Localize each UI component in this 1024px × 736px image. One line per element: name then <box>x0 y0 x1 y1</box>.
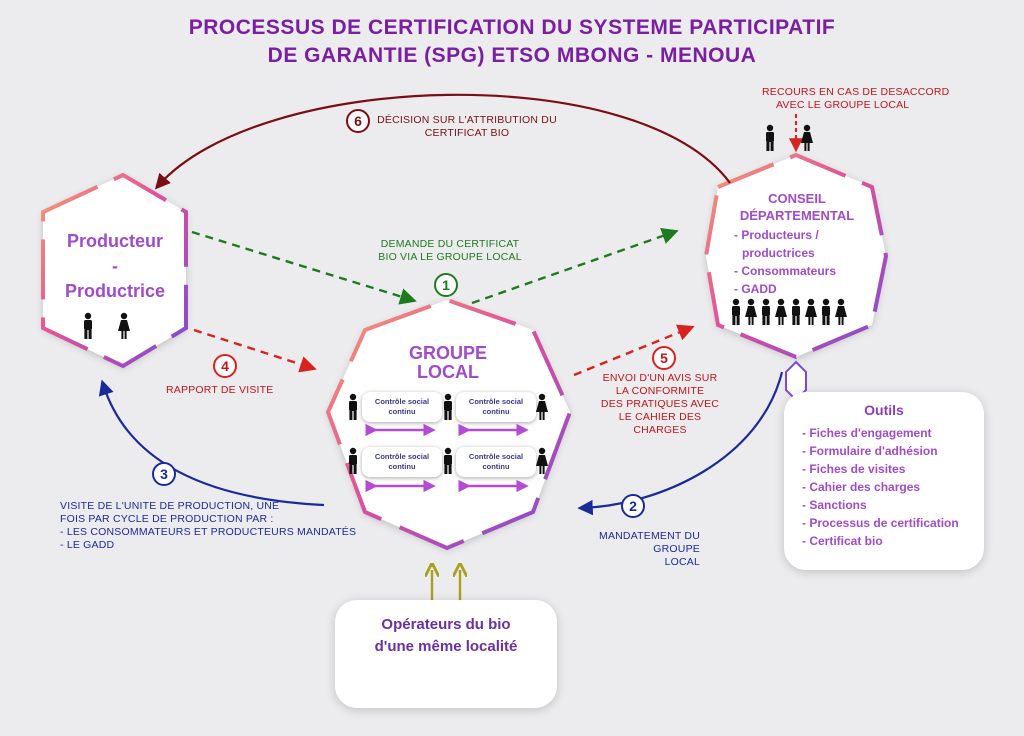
outils-item: - Sanctions <box>802 498 867 512</box>
outils-item: - Certificat bio <box>802 534 883 548</box>
step-5-circle <box>652 346 676 370</box>
arrow-6 <box>154 93 731 190</box>
producteur-line-1: Producteur <box>66 231 163 251</box>
step-6-number: 6 <box>354 113 362 129</box>
recours-text: RECOURS EN CAS DE DESACCORD AVEC LE GROU… <box>762 86 962 112</box>
arrow-3 <box>98 379 325 507</box>
step-3-line-3: - LES CONSOMMATEURS ET PRODUCTEURS MANDA… <box>60 526 357 538</box>
step-2-line-1: MANDATEMENT DU GROUPE <box>599 530 700 555</box>
groupe-local-label: GROUPE LOCAL <box>380 344 516 382</box>
outils-item: - Cahier des charges <box>802 480 921 494</box>
arrow-1a <box>191 230 417 305</box>
conseil-members: - Producteurs / productrices - Consommat… <box>734 226 836 298</box>
producteur-label: Producteur - Productrice <box>40 229 190 304</box>
operateurs-line-2: d'une même localité <box>374 638 518 655</box>
conseil-member: - GADD <box>734 282 777 296</box>
operateurs-line-1: Opérateurs du bio <box>381 616 511 633</box>
step-6-text: DÉCISION SUR L'ATTRIBUTION DU CERTIFICAT… <box>372 114 562 140</box>
controle-social-pill: Contrôle social continu <box>456 392 536 422</box>
step-4-number: 4 <box>221 358 229 374</box>
controle-social-pill: Contrôle social continu <box>456 447 536 477</box>
step-2-line-2: LOCAL <box>664 556 700 568</box>
step-2-text: MANDATEMENT DU GROUPE LOCAL <box>560 530 700 569</box>
outils-box: Outils - Fiches d'engagement - Formulair… <box>784 392 984 570</box>
recours-people <box>766 124 813 151</box>
step-4-text: RAPPORT DE VISITE <box>166 384 286 397</box>
groupe-local-line-1: GROUPE <box>408 343 487 363</box>
recours-line-1: RECOURS EN CAS DE DESACCORD <box>762 86 950 98</box>
step-1-text: DEMANDE DU CERTIFICAT BIO VIA LE GROUPE … <box>370 238 530 264</box>
outils-list: - Fiches d'engagement - Formulaire d'adh… <box>802 424 984 550</box>
step-6-circle <box>346 109 370 133</box>
recours-line-2: AVEC LE GROUPE LOCAL <box>776 99 910 111</box>
outils-item: - Formulaire d'adhésion <box>802 444 938 458</box>
operateurs-box: Opérateurs du bio d'une même localité <box>335 600 557 708</box>
conseil-line-2: DÉPARTEMENTAL <box>739 208 855 223</box>
conseil-line-1: CONSEIL <box>768 191 826 206</box>
step-6-line-2: CERTIFICAT BIO <box>424 127 510 139</box>
double-arrow-icon <box>365 423 529 493</box>
outils-item: - Fiches de visites <box>802 462 906 476</box>
step-3-circle <box>152 462 176 486</box>
title-line-1: PROCESSUS DE CERTIFICATION DU SYSTEME PA… <box>188 16 836 39</box>
step-5-number: 5 <box>660 350 668 366</box>
step-5-line-5: CHARGES <box>633 424 687 436</box>
arrow-4 <box>193 328 317 373</box>
step-3-line-4: - LE GADD <box>60 539 115 551</box>
groupe-local-line-2: LOCAL <box>417 362 479 382</box>
step-3-line-1: VISITE DE L'UNITE DE PRODUCTION, UNE <box>60 500 280 512</box>
step-5-line-4: LE CAHIER DES <box>618 411 702 423</box>
step-1-number: 1 <box>442 277 450 293</box>
step-5-text: ENVOI D'UN AVIS SUR LA CONFORMITE DES PR… <box>590 372 730 437</box>
diagram-title: PROCESSUS DE CERTIFICATION DU SYSTEME PA… <box>0 14 1024 70</box>
groupe-local-hexagon <box>325 297 573 551</box>
outils-title: Outils <box>864 402 904 418</box>
conseil-member: - Producteurs / <box>734 228 819 242</box>
step-3-line-2: FOIS PAR CYCLE DE PRODUCTION PAR : <box>60 513 274 525</box>
step-3-number: 3 <box>160 466 168 482</box>
producteur-line-2: - <box>112 256 118 276</box>
step-1-line-1: DEMANDE DU CERTIFICAT <box>380 238 520 250</box>
arrow-2 <box>577 371 784 516</box>
step-5-line-3: DES PRATIQUES AVEC <box>600 398 720 410</box>
step-6-line-1: DÉCISION SUR L'ATTRIBUTION DU <box>377 114 557 126</box>
conseil-label: CONSEIL DÉPARTEMENTAL <box>712 190 882 224</box>
arrow-5 <box>573 324 695 377</box>
step-5-line-1: ENVOI D'UN AVIS SUR <box>602 372 718 384</box>
step-4-line-1: RAPPORT DE VISITE <box>166 384 274 396</box>
conseil-member: - Consommateurs <box>734 264 837 278</box>
conseil-member: productrices <box>742 246 815 260</box>
step-1-circle <box>434 273 458 297</box>
title-line-2: DE GARANTIE (SPG) ETSO MBONG - MENOUA <box>267 44 757 67</box>
step-1-line-2: BIO VIA LE GROUPE LOCAL <box>378 251 522 263</box>
controle-social-pill: Contrôle social continu <box>362 447 442 477</box>
outils-item: - Processus de certification <box>802 516 959 530</box>
step-3-text: VISITE DE L'UNITE DE PRODUCTION, UNE FOI… <box>60 500 360 552</box>
step-2-number: 2 <box>629 498 637 514</box>
step-2-circle <box>621 494 645 518</box>
producteur-line-3: Productrice <box>64 281 166 301</box>
outils-item: - Fiches d'engagement <box>802 426 932 440</box>
step-5-line-2: LA CONFORMITE <box>615 385 705 397</box>
producteur-hexagon <box>41 172 188 369</box>
step-4-circle <box>213 354 237 378</box>
controle-social-pill: Contrôle social continu <box>362 392 442 422</box>
operateurs-label: Opérateurs du bio d'une même localité <box>335 614 557 658</box>
arrow-1b <box>471 227 679 305</box>
